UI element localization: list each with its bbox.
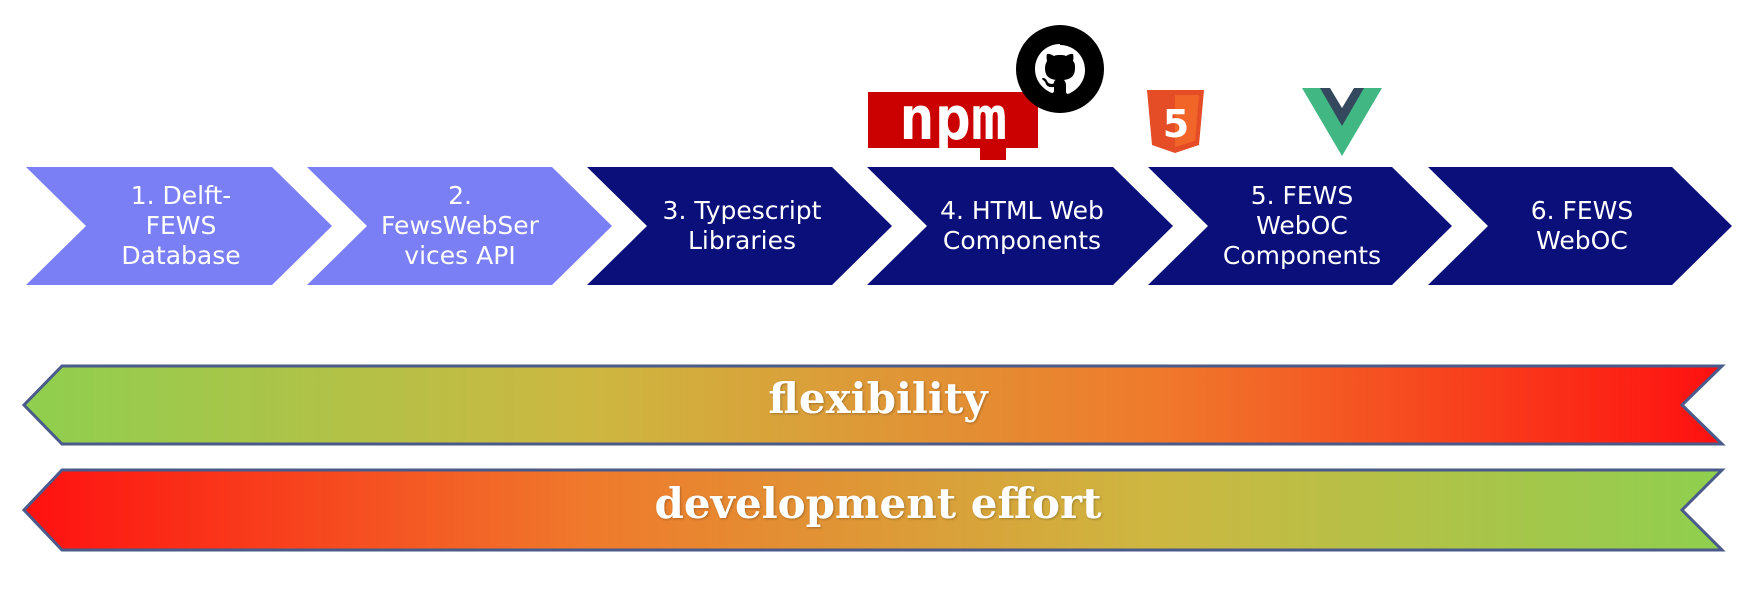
step-text-6: 6. FEWS WebOC <box>1530 196 1634 255</box>
step-chevron-6 <box>1428 167 1732 285</box>
step-label-6: 6. FEWS WebOC <box>1480 167 1684 285</box>
step-text-4: 4. HTML Web Components <box>940 196 1104 255</box>
step-chevron-1 <box>26 167 332 285</box>
html5-icon: 5 <box>1147 90 1204 153</box>
flexibility-band <box>21 364 1726 446</box>
step-chevron-5 <box>1148 167 1452 285</box>
step-label-4: 4. HTML Web Components <box>920 167 1124 285</box>
step-label-2: 2. FewsWebSer vices API <box>362 167 558 285</box>
step-text-1: 1. Delft- FEWS Database <box>121 181 241 270</box>
development-effort-band <box>21 468 1726 552</box>
step-label-3: 3. Typescript Libraries <box>640 167 844 285</box>
svg-text:5: 5 <box>1163 102 1189 146</box>
step-chevron-2 <box>307 167 612 285</box>
step-chevron-3 <box>587 167 892 285</box>
step-label-1: 1. Delft- FEWS Database <box>86 167 276 285</box>
flexibility-label: flexibility <box>768 374 988 423</box>
step-text-2: 2. FewsWebSer vices API <box>381 181 539 270</box>
step-label-5: 5. FEWS WebOC Components <box>1200 167 1404 285</box>
process-steps <box>26 167 1732 285</box>
development-effort-label: development effort <box>654 479 1102 528</box>
step-text-5: 5. FEWS WebOC Components <box>1222 181 1382 270</box>
step-text-3: 3. Typescript Libraries <box>662 196 822 255</box>
svg-text:npm: npm <box>899 84 1007 154</box>
vue-icon <box>1302 88 1382 156</box>
npm-logo: npm <box>868 84 1038 160</box>
step-chevron-4 <box>867 167 1173 285</box>
github-icon <box>1016 25 1104 113</box>
